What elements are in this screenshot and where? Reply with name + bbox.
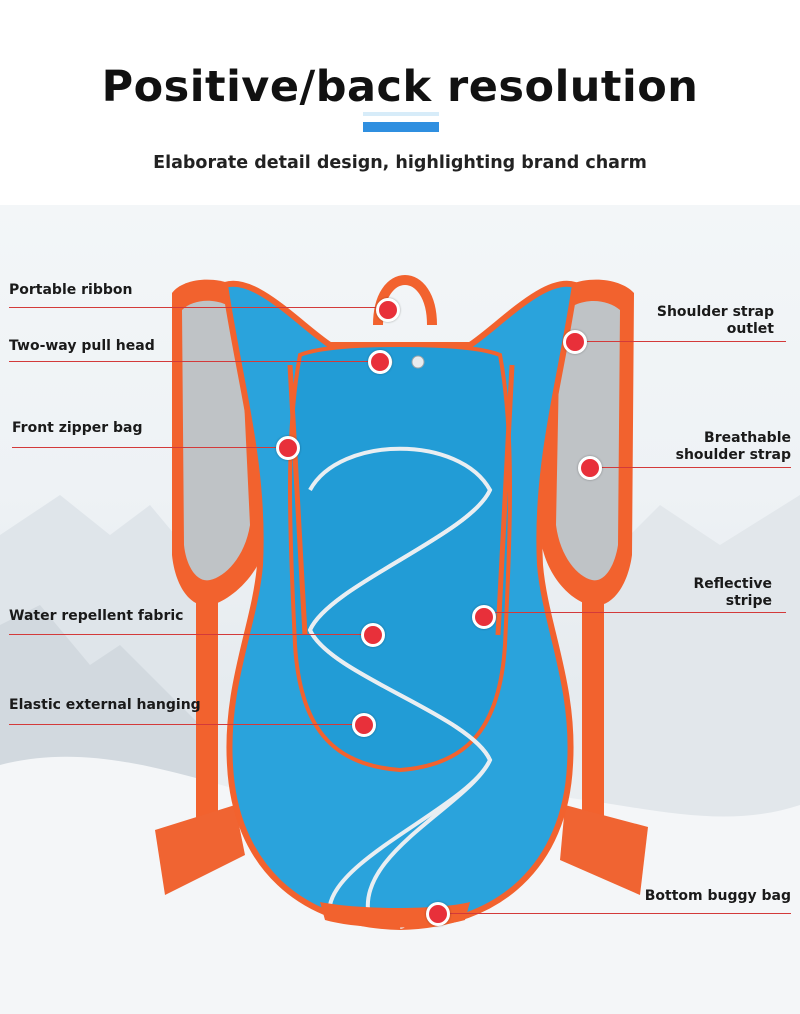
page-subtitle: Elaborate detail design, highlighting br… [153, 153, 647, 173]
callout-marker-two-way-pull-head [368, 350, 392, 374]
callout-label-front-zipper-bag: Front zipper bag [12, 420, 143, 436]
callout-line-portable-ribbon [9, 307, 384, 308]
callout-line-front-zipper-bag [12, 447, 287, 448]
callout-label-water-repellent-fabric: Water repellent fabric [9, 608, 184, 624]
left-side-webbing [196, 595, 218, 825]
callout-marker-reflective-stripe [472, 605, 496, 629]
right-hip-strap [560, 805, 648, 895]
callout-line-water-repellent-fabric [9, 634, 374, 635]
callout-line-two-way-pull-head [9, 361, 379, 362]
callout-label-reflective-stripe: Reflective stripe [693, 576, 772, 610]
bungee-cord-3 [308, 629, 493, 921]
callout-label-portable-ribbon: Portable ribbon [9, 282, 133, 298]
accent-blue-stripe [363, 122, 439, 132]
callout-marker-bottom-buggy-bag [426, 902, 450, 926]
callout-label-reflective-stripe-line2: stripe [725, 593, 772, 609]
bungee-cord-2 [308, 489, 492, 631]
front-zipper-trim [287, 364, 308, 636]
zipper-pull-right [411, 355, 425, 369]
callout-line-shoulder-strap-outlet [575, 341, 786, 342]
callout-marker-shoulder-strap-outlet [563, 330, 587, 354]
left-strap-mesh [182, 300, 250, 581]
callout-marker-elastic-external-hanging [352, 713, 376, 737]
callout-label-two-way-pull-head: Two-way pull head [9, 338, 155, 354]
page-title: Positive/back resolution [101, 62, 699, 112]
front-panel [288, 342, 512, 773]
callout-label-shoulder-strap-outlet: Shoulder strap outlet [657, 304, 774, 338]
product-scene: Portable ribbon Two-way pull head Front … [0, 205, 800, 1014]
callout-label-breathable-shoulder-strap-line1: Breathable [704, 430, 791, 446]
accent-light-stripe [363, 112, 439, 116]
callout-marker-water-repellent-fabric [361, 623, 385, 647]
callout-line-reflective-stripe [485, 612, 786, 613]
callout-marker-front-zipper-bag [276, 436, 300, 460]
callout-label-breathable-shoulder-strap-line2: shoulder strap [675, 447, 791, 463]
title-accent-bar [363, 112, 439, 134]
callout-marker-portable-ribbon [376, 298, 400, 322]
callout-label-reflective-stripe-line1: Reflective [693, 576, 772, 592]
callout-label-breathable-shoulder-strap: Breathable shoulder strap [676, 430, 791, 464]
callout-line-breathable-shoulder-strap [590, 467, 791, 468]
callout-label-elastic-external-hanging: Elastic external hanging [9, 697, 201, 713]
right-strap-mesh [556, 300, 620, 581]
callout-label-bottom-buggy-bag: Bottom buggy bag [644, 888, 791, 904]
right-side-webbing [582, 595, 604, 825]
left-hip-strap [155, 805, 245, 895]
front-zipper-trim-right [495, 364, 515, 636]
backpack-illustration [0, 275, 800, 1014]
callout-label-shoulder-strap-outlet-line1: Shoulder strap [656, 304, 774, 320]
callout-label-shoulder-strap-outlet-line2: outlet [726, 321, 774, 337]
callout-line-bottom-buggy-bag [438, 913, 791, 914]
callout-line-elastic-external-hanging [9, 724, 364, 725]
callout-marker-breathable-shoulder-strap [578, 456, 602, 480]
header: Positive/back resolution Elaborate detai… [0, 0, 800, 205]
